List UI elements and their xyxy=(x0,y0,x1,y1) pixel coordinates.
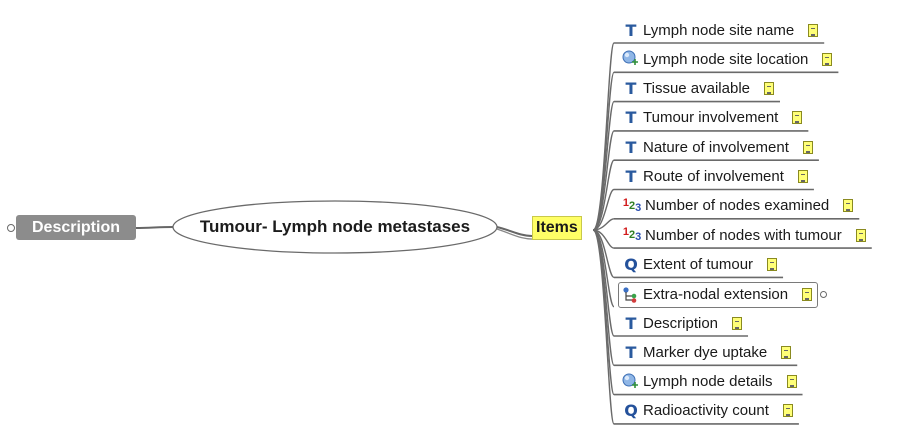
text-type-icon: T xyxy=(625,108,637,128)
items-node-label: Items xyxy=(536,219,578,236)
child-topic[interactable]: T Description xyxy=(622,312,743,334)
note-icon[interactable] xyxy=(822,52,833,66)
note-icon[interactable] xyxy=(797,170,808,183)
child-topic-label: Extra-nodal extension xyxy=(643,286,789,304)
connector-line xyxy=(135,226,174,229)
text-type-icon: T xyxy=(625,167,637,186)
central-topic[interactable]: Tumour- Lymph node metastases xyxy=(172,217,498,237)
note-icon[interactable] xyxy=(782,404,793,418)
note-icon[interactable] xyxy=(792,111,803,125)
child-topic-label: Extent of tumour xyxy=(643,255,754,273)
text-type-icon: T xyxy=(625,20,637,40)
expand-knob[interactable] xyxy=(820,290,828,298)
child-topic-label: Number of nodes examined xyxy=(645,197,830,215)
note-icon[interactable] xyxy=(781,345,792,359)
quantity-type-icon: Q xyxy=(624,254,638,274)
note-icon[interactable] xyxy=(802,288,813,302)
child-topic[interactable]: T Tissue available xyxy=(622,78,774,100)
note-icon[interactable] xyxy=(786,375,797,389)
child-topic[interactable]: T Marker dye uptake xyxy=(622,341,792,363)
note-icon[interactable] xyxy=(732,316,743,330)
child-topic[interactable]: T Lymph node site name xyxy=(622,19,819,41)
note-icon[interactable] xyxy=(802,140,813,154)
child-topic-label: Number of nodes with tumour xyxy=(645,226,842,244)
central-topic-label: Tumour- Lymph node metastases xyxy=(199,217,471,236)
child-topic[interactable]: T Tumour involvement xyxy=(622,107,803,129)
connector-line xyxy=(496,226,533,237)
child-topic-label: Marker dye uptake xyxy=(643,343,768,361)
note-icon[interactable] xyxy=(767,257,778,271)
text-type-icon: T xyxy=(625,137,637,157)
connector-line xyxy=(592,229,615,425)
collapse-knob[interactable] xyxy=(7,224,15,232)
quantity-type-icon: Q xyxy=(624,401,638,421)
connector-line xyxy=(592,130,615,231)
items-node[interactable]: Items xyxy=(532,216,582,240)
text-type-icon: T xyxy=(625,342,637,362)
note-icon[interactable] xyxy=(808,23,819,37)
child-topic-label: Tumour involvement xyxy=(643,109,779,127)
child-topic-label: Nature of involvement xyxy=(643,138,789,156)
note-icon[interactable] xyxy=(764,82,774,96)
text-type-icon: T xyxy=(625,313,637,333)
child-topic-label: Route of involvement xyxy=(643,168,784,185)
child-topic[interactable]: Lymph node site location xyxy=(622,48,833,70)
connector-line xyxy=(592,100,615,231)
child-topic[interactable]: Q Extent of tumour xyxy=(622,253,778,275)
note-icon[interactable] xyxy=(855,228,866,242)
child-topic[interactable]: Q Radioactivity count xyxy=(622,400,793,422)
child-topic-label: Lymph node site location xyxy=(643,50,809,68)
cluster-type-icon xyxy=(622,286,640,304)
child-topic-label: Description xyxy=(643,314,719,332)
description-node[interactable]: Description xyxy=(16,215,136,240)
child-topic-label: Lymph node details xyxy=(643,373,773,391)
linked-template-icon xyxy=(622,373,640,391)
child-topic-label: Lymph node site name xyxy=(643,21,795,39)
description-node-label: Description xyxy=(31,219,120,236)
connector-line xyxy=(592,188,615,231)
child-topic[interactable]: Lymph node details xyxy=(622,371,797,393)
text-type-icon: T xyxy=(625,79,637,99)
child-topic-label: Radioactivity count xyxy=(643,402,769,420)
child-topic[interactable]: Extra-nodal extension xyxy=(618,281,819,308)
linked-template-icon xyxy=(622,50,640,68)
note-icon[interactable] xyxy=(843,199,854,213)
child-topic[interactable]: T Nature of involvement xyxy=(622,136,813,158)
child-topic-label: Tissue available xyxy=(643,80,750,98)
child-topic[interactable]: T Route of involvement xyxy=(622,166,808,188)
